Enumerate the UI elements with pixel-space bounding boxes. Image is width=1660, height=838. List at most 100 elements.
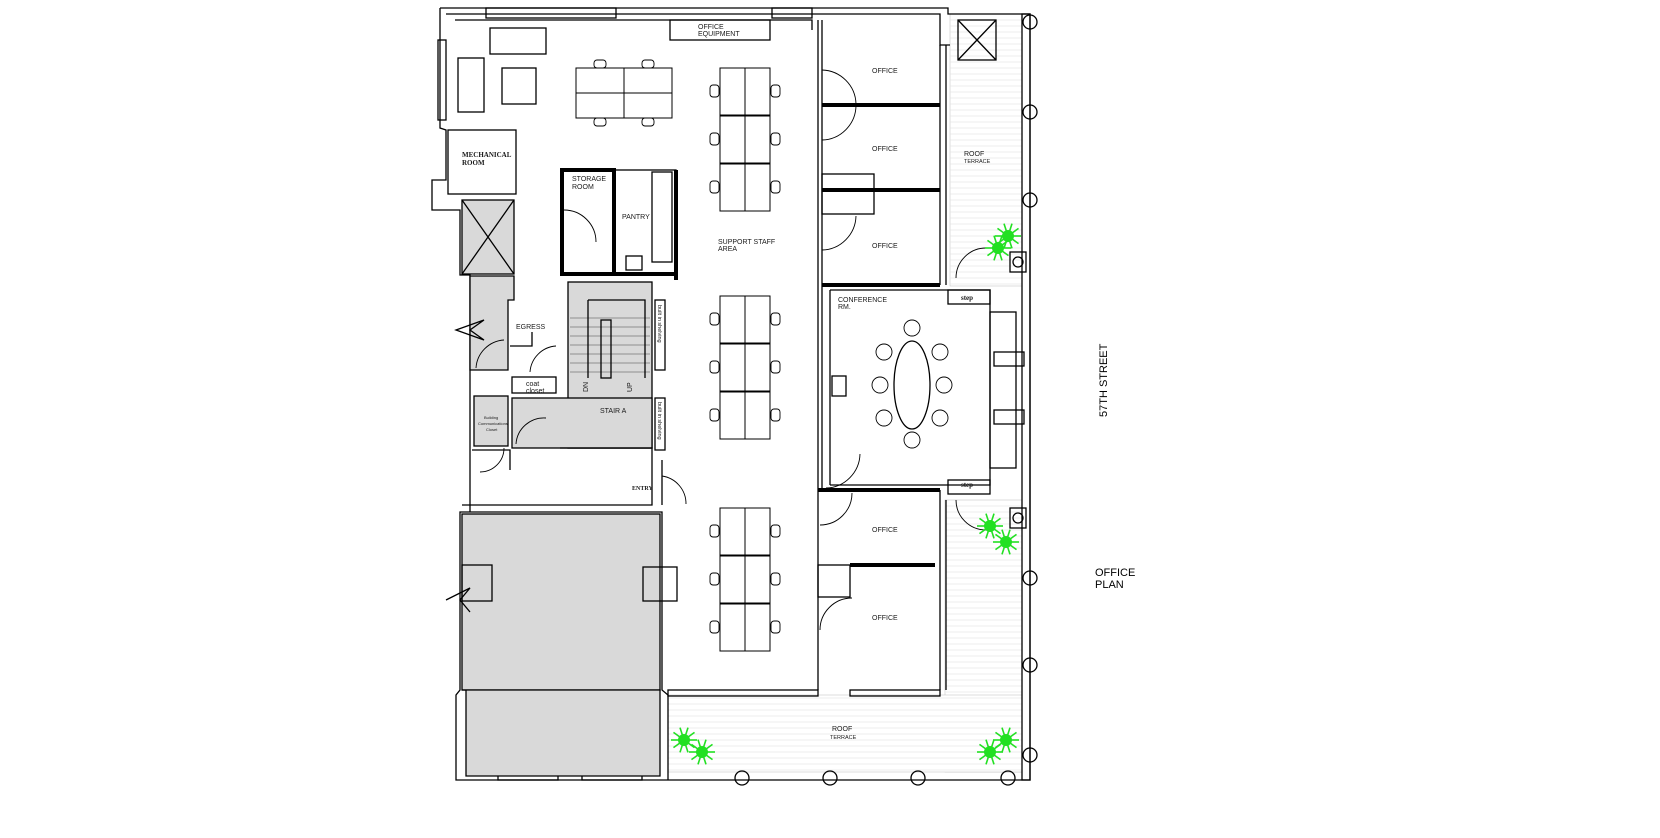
conference-chair	[903, 319, 921, 337]
desk	[623, 92, 673, 119]
chair	[709, 572, 720, 586]
desk	[575, 92, 625, 119]
plant-icon	[977, 739, 1003, 765]
plan-title: OFFICE	[1095, 567, 1135, 579]
label-coat-closet: coat	[526, 381, 539, 388]
label-shelving-1: built in shelving	[656, 305, 662, 343]
label-office-equipment-2: EQUIPMENT	[698, 31, 740, 38]
desk	[719, 603, 746, 652]
chair	[770, 84, 781, 98]
desk	[719, 115, 746, 164]
chair	[641, 117, 655, 127]
label-stair-up: UP	[627, 382, 634, 392]
desk	[719, 391, 746, 440]
conference-chair	[875, 343, 893, 361]
label-conference: CONFERENCE	[838, 297, 887, 304]
service-corridor	[469, 275, 515, 371]
desk	[744, 67, 771, 116]
conference-chair	[903, 431, 921, 449]
chair	[593, 59, 607, 69]
label-entry: ENTRY	[632, 486, 653, 492]
label-office-3: OFFICE	[872, 243, 898, 250]
label-comm-closet: Building	[484, 415, 498, 420]
desk	[744, 163, 771, 212]
chair	[770, 620, 781, 634]
desk	[744, 343, 771, 392]
conference-chair	[931, 409, 949, 427]
street-label: 57TH STREET	[1098, 343, 1110, 417]
desk	[744, 115, 771, 164]
chair	[709, 408, 720, 422]
desk	[744, 391, 771, 440]
terrace-decking	[668, 19, 1022, 771]
desk	[744, 603, 771, 652]
chair	[709, 312, 720, 326]
label-coat-closet-2: closet	[526, 388, 544, 395]
conference-chair	[935, 376, 953, 394]
roof-terrace-east	[667, 13, 1023, 773]
desk	[719, 507, 746, 556]
conference-chair	[875, 409, 893, 427]
desk	[575, 67, 625, 94]
label-support-staff: SUPPORT STAFF	[718, 239, 775, 246]
plant-icon	[671, 727, 697, 753]
conference-table	[871, 319, 953, 449]
chair	[770, 180, 781, 194]
label-support-staff-2: AREA	[718, 246, 737, 253]
egress-arrow	[510, 332, 533, 347]
desk	[719, 555, 746, 604]
label-conference-2: RM.	[838, 304, 851, 311]
adjacent-space	[461, 513, 661, 691]
chair	[709, 132, 720, 146]
plan-title-2: PLAN	[1095, 579, 1124, 591]
chair	[770, 572, 781, 586]
chair	[709, 84, 720, 98]
plant-icon	[995, 223, 1021, 249]
stair-treads	[570, 317, 650, 373]
chair	[709, 524, 720, 538]
plants	[671, 223, 1021, 765]
label-office-equipment: OFFICE	[698, 24, 724, 31]
label-storage-room: STORAGE	[572, 176, 606, 183]
chair	[770, 408, 781, 422]
chair	[770, 132, 781, 146]
chair	[709, 180, 720, 194]
label-stair-a: STAIR A	[600, 408, 627, 415]
label-egress: EGRESS	[516, 324, 546, 331]
desk	[719, 163, 746, 212]
plant-icon	[977, 513, 1003, 539]
chair	[770, 312, 781, 326]
chair	[641, 59, 655, 69]
chair	[770, 360, 781, 374]
mechanical-room	[447, 129, 517, 195]
chair	[709, 620, 720, 634]
label-mechanical-room-2: ROOM	[462, 159, 485, 167]
label-step-2: step	[961, 481, 973, 489]
label-office-1: OFFICE	[872, 68, 898, 75]
doors	[475, 69, 987, 631]
label-office-5: OFFICE	[872, 615, 898, 622]
plant-icon	[993, 727, 1019, 753]
conference-chair	[871, 376, 889, 394]
desk	[719, 343, 746, 392]
desk	[744, 295, 771, 344]
label-shelving-2: built in shelving	[656, 402, 662, 440]
desk	[744, 507, 771, 556]
label-office-2: OFFICE	[872, 146, 898, 153]
label-roof-terrace-1b: TERRACE	[964, 159, 991, 165]
chair	[770, 524, 781, 538]
desk	[719, 67, 746, 116]
plant-icon	[689, 739, 715, 765]
plant-icon	[993, 529, 1019, 555]
chair	[709, 360, 720, 374]
desk	[623, 67, 673, 94]
label-pantry: PANTRY	[622, 214, 650, 221]
workstations	[575, 59, 781, 652]
facade-columns	[734, 14, 1038, 786]
chair	[593, 117, 607, 127]
label-stair-dn: DN	[583, 382, 590, 392]
exterior-wall	[440, 7, 1031, 781]
label-office-4: OFFICE	[872, 527, 898, 534]
label-roof-terrace-2: ROOF	[832, 726, 852, 733]
